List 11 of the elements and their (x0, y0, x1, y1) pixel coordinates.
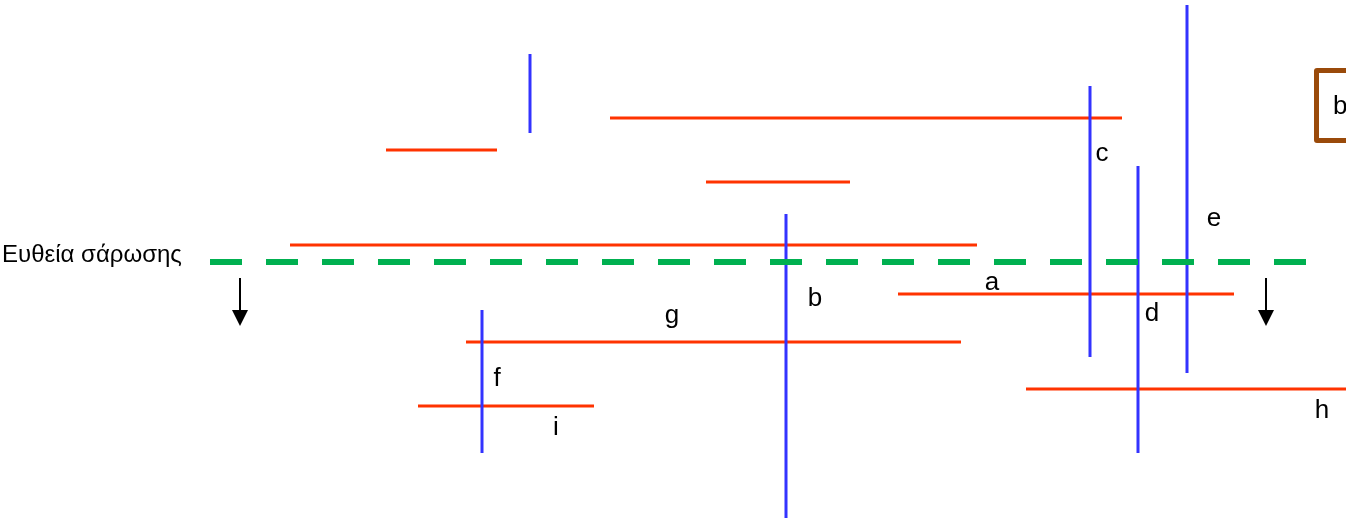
segment-label: c (1095, 136, 1109, 170)
segment-label: i (553, 410, 559, 444)
segment-label: e (1206, 201, 1222, 235)
segment-label: g (664, 298, 680, 332)
sweep-line-label: Ευθεία σάρωσης (1, 238, 183, 269)
segment-label: d (1144, 296, 1160, 330)
segment-label: b (807, 281, 823, 315)
segment-label: f (493, 361, 501, 395)
box-text: b (1333, 90, 1346, 121)
segment-label: a (984, 265, 1000, 299)
segment-label: h (1314, 393, 1330, 427)
